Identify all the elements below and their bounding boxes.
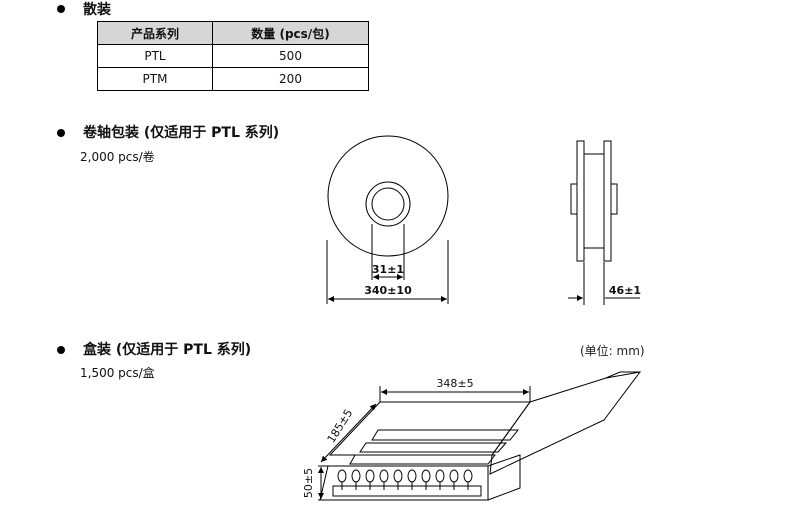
box-components	[337, 469, 473, 490]
table-header-quantity: 数量 (pcs/包)	[212, 21, 369, 45]
reel-hub-inner	[371, 187, 405, 221]
reel-title: 卷轴包装 (仅适用于 PTL 系列)	[83, 125, 280, 141]
reel-side-hub-right	[610, 183, 618, 215]
box-back-panel	[328, 401, 531, 456]
box-lid	[489, 371, 642, 475]
reel-side-hub-left	[570, 183, 578, 215]
bulk-bullet	[57, 5, 65, 13]
table-row: PTM 200	[97, 67, 369, 91]
box-fold-3	[349, 454, 497, 465]
reel-hub-dim: 31±1	[372, 263, 404, 276]
reel-flange-outline	[327, 135, 449, 257]
reel-hub-outer	[365, 181, 411, 227]
box-front	[319, 465, 489, 501]
table-header-row: 产品系列 数量 (pcs/包)	[97, 21, 369, 45]
box-title: 盒装 (仅适用于 PTL 系列)	[83, 342, 252, 358]
reel-side-flange-left	[576, 140, 585, 262]
reel-front-view	[326, 135, 449, 304]
box-fold-2	[359, 442, 508, 453]
reel-side-view	[568, 140, 640, 305]
reel-bullet	[57, 129, 65, 137]
bulk-quantity-table: 产品系列 数量 (pcs/包) PTL 500 PTM 200	[97, 21, 369, 91]
reel-quantity: 2,000 pcs/卷	[80, 150, 155, 164]
table-cell-quantity: 200	[212, 67, 369, 91]
table-cell-quantity: 500	[212, 44, 369, 68]
box-depth-dim: 185±5	[325, 407, 356, 445]
box-depth-dim-line	[320, 403, 377, 463]
box-fold-1	[371, 429, 520, 441]
reel-diameter-dim: 340±10	[364, 284, 412, 297]
box-height-dim: 50±5	[302, 468, 315, 498]
table-cell-series: PTM	[97, 67, 213, 91]
reel-side-flange-right	[603, 140, 612, 262]
box-quantity: 1,500 pcs/盒	[80, 366, 155, 380]
unit-note: (单位: mm)	[580, 344, 645, 358]
table-row: PTL 500	[97, 44, 369, 68]
bulk-title: 散装	[83, 2, 111, 18]
reel-width-dim: 46±1	[609, 284, 641, 297]
box-bullet	[57, 346, 65, 354]
box-length-dim: 348±5	[436, 377, 473, 390]
ammo-box-drawing	[318, 371, 642, 501]
